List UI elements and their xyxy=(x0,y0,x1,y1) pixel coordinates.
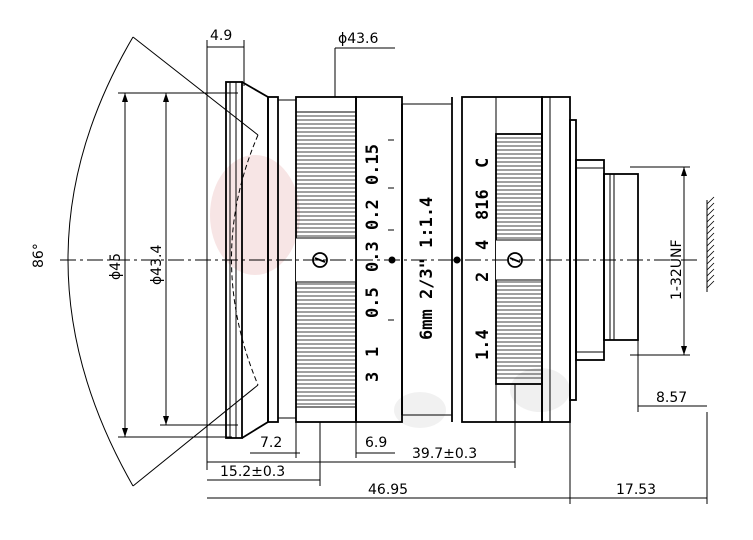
label-total-length: 46.95 xyxy=(368,482,408,498)
label-ring-diameter: ϕ43.6 xyxy=(338,31,379,47)
hatch-line xyxy=(706,214,715,223)
dim-front-width xyxy=(206,40,245,470)
watermark xyxy=(210,155,570,428)
dim-ring-diameter xyxy=(334,47,395,97)
hatch-line xyxy=(706,244,715,253)
focus-index-dot xyxy=(388,256,396,264)
dim-focus-ring xyxy=(250,422,395,458)
label-body-length: 39.7±0.3 xyxy=(412,446,477,462)
iris-mark-2: 2 xyxy=(473,272,493,282)
hatch-line xyxy=(706,202,715,211)
focus-mark-05: 0.5 xyxy=(363,287,383,318)
hatch-line xyxy=(706,250,715,259)
hatch-line xyxy=(706,262,715,271)
dim-thread xyxy=(630,166,690,356)
label-front-length: 15.2±0.3 xyxy=(220,464,285,480)
iris-index-dot xyxy=(453,256,461,264)
dim-front-length xyxy=(207,422,321,486)
dim-phi434 xyxy=(160,92,238,426)
model-label: 6mm 2/3" 1:1.4 xyxy=(417,197,437,340)
label-outer-diameter: ϕ45 xyxy=(108,253,124,280)
dim-flange-offset xyxy=(637,340,707,412)
hatch-line xyxy=(706,268,715,277)
iris-mark-816: 816 xyxy=(473,189,493,220)
scale-ticks xyxy=(388,139,394,321)
hatch-line xyxy=(706,232,715,241)
iris-ring xyxy=(461,96,577,423)
iris-mark-c: C xyxy=(473,158,493,168)
hatch-line xyxy=(706,280,715,289)
focus-mark-015: 0.15 xyxy=(363,144,383,185)
hatch-line xyxy=(706,238,715,247)
image-plane xyxy=(706,196,715,292)
front-element-curve xyxy=(231,134,259,386)
focus-mark-03: 0.3 xyxy=(363,241,383,272)
iris-scale: 1.4 2 4 816 C xyxy=(473,158,493,360)
label-thread: 1-32UNF xyxy=(669,239,685,300)
label-focus-ring-width: 7.2 xyxy=(260,435,282,451)
focus-mark-3: 3 xyxy=(363,372,383,382)
label-inner-diameter: ϕ43.4 xyxy=(149,245,165,286)
dim-body-length xyxy=(207,384,516,468)
label-angle: 86° xyxy=(31,243,47,268)
hatch-line xyxy=(706,208,715,217)
iris-mark-4: 4 xyxy=(473,240,493,250)
hatch-line xyxy=(706,256,715,265)
hatch-line xyxy=(706,226,715,235)
label-flange-back: 17.53 xyxy=(616,482,656,498)
iris-mark-14: 1.4 xyxy=(473,329,493,360)
dim-total-length xyxy=(207,412,708,504)
label-flange-offset: 8.57 xyxy=(656,390,687,406)
label-front-width: 4.9 xyxy=(210,28,232,44)
focus-scale: 3 1 0.5 0.3 0.2 0.15 xyxy=(363,144,383,382)
fov-ray-top xyxy=(132,36,259,136)
focus-mark-02: 0.2 xyxy=(363,199,383,230)
focus-mark-1: 1 xyxy=(363,347,383,357)
hatch-line xyxy=(706,196,715,205)
model-text: 6mm 2/3" 1:1.4 xyxy=(417,197,437,340)
hatch-line xyxy=(706,274,715,283)
hatch-line xyxy=(706,220,715,229)
fov-ray-bottom xyxy=(132,384,259,487)
dim-phi45 xyxy=(118,92,232,438)
label-ring-gap: 6.9 xyxy=(365,435,387,451)
